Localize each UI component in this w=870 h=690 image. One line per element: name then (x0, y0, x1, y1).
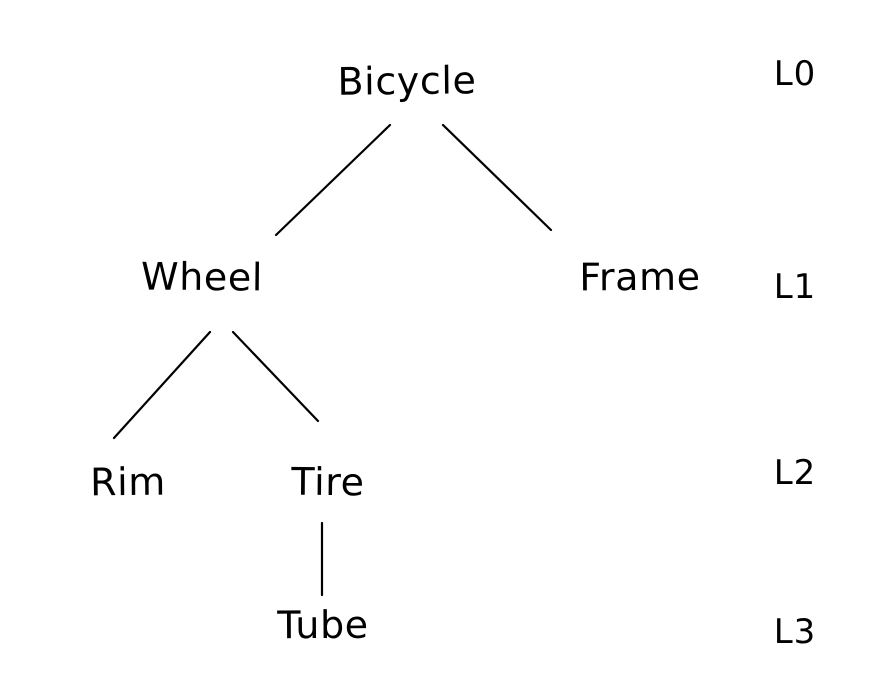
edge-bicycle-wheel (274, 123, 392, 237)
edge-wheel-tire (231, 330, 320, 423)
node-rim[interactable]: Rim (89, 459, 167, 505)
node-tube[interactable]: Tube (277, 602, 369, 648)
level-label-l2: L2 (773, 453, 817, 493)
level-label-l3: L3 (773, 612, 817, 652)
level-label-l0: L0 (773, 54, 817, 94)
node-wheel[interactable]: Wheel (140, 254, 264, 300)
node-tire[interactable]: Tire (291, 459, 365, 505)
level-label-l1: L1 (773, 267, 817, 307)
edge-bicycle-frame (441, 123, 553, 232)
node-bicycle[interactable]: Bicycle (337, 58, 477, 104)
edge-wheel-rim (112, 330, 212, 440)
node-frame[interactable]: Frame (579, 254, 701, 300)
